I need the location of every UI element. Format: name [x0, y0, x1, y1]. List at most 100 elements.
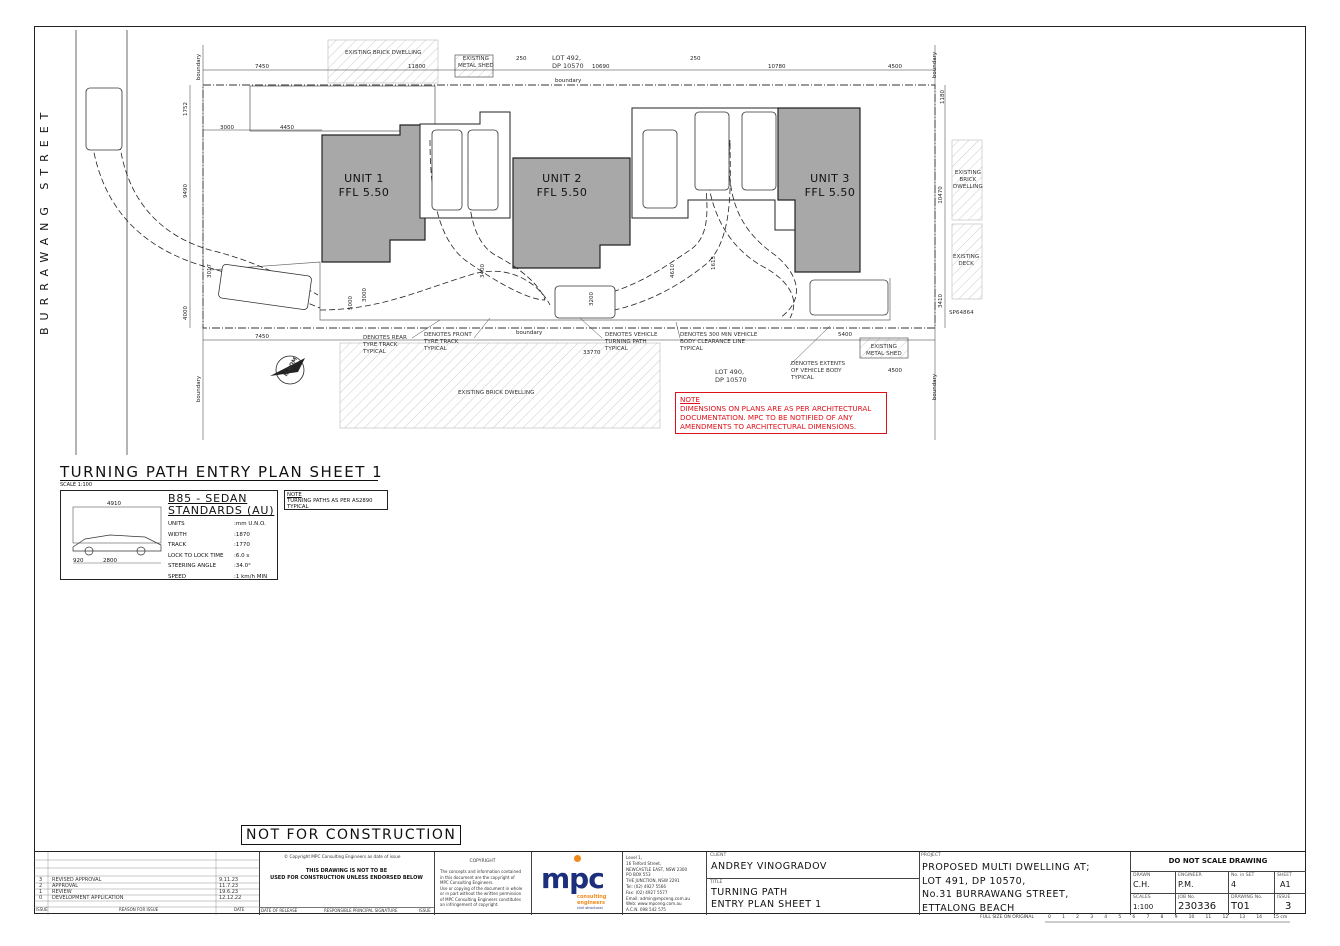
sedan-diagram-icon [72, 506, 162, 564]
vehicle-note-title: NOTE [287, 492, 302, 498]
parked-vehicle [809, 279, 889, 316]
driveway-outline [209, 261, 891, 321]
unit-2-footprint [512, 157, 631, 269]
dimension-lines [189, 45, 946, 440]
rev-header: DATE [234, 907, 245, 912]
rev-date: 11.7.23 [219, 883, 239, 889]
rev-desc: APPROVAL [52, 883, 79, 889]
sheet-title: TURNING PATH ENTRY PLAN SHEET 1 [711, 887, 822, 910]
vehicle-overhang: 920 [73, 558, 84, 564]
lot-490-label: LOT 490, DP 10570 [715, 368, 747, 384]
dim-top-7: 4500 [888, 64, 902, 70]
scale-tick: 15 cm [1273, 915, 1288, 920]
release-header: RESPONSIBLE PRINCIPAL SIGNATURE [324, 908, 398, 913]
existing-brick-dwelling-right-label: EXISTING BRICK DWELLING [953, 170, 983, 190]
unit-3-label: UNIT 3 FFL 5.50 [800, 172, 860, 200]
existing-metal-shed-bottom [859, 337, 909, 359]
boundary-label-right-bottom: boundary [932, 373, 939, 401]
drawing-fields: DO NOT SCALE DRAWING DRAWN C.H. ENGINEER… [1130, 852, 1306, 915]
existing-dwelling-bottom [339, 342, 661, 429]
dim-inner-5: 3200 [589, 292, 595, 306]
rev-desc: REVISED APPROVAL [52, 877, 102, 883]
dim-left-3: 1752 [183, 102, 189, 116]
architectural-note-body: DIMENSIONS ON PLANS ARE AS PER ARCHITECT… [680, 404, 872, 431]
boundary-label-left: boundary [196, 53, 203, 81]
field-engineer: P.M. [1178, 880, 1194, 889]
release-header: DATE OF RELEASE [261, 908, 298, 913]
release-box: © Copyright MPC Consulting Engineers as … [259, 852, 435, 915]
dim-right-3: 3410 [938, 294, 944, 308]
spec-row: SPEED:1 km/h MIN [168, 573, 268, 580]
dim-top-5: 250 [690, 56, 701, 62]
mpc-logo: mpc consulting engineers civil structura… [531, 852, 623, 915]
vehicle-body-extents [85, 87, 777, 319]
dim-bottom-4: 4500 [888, 368, 902, 374]
field-issue: 3 [1285, 901, 1292, 912]
drawing-title: TURNING PATH ENTRY PLAN SHEET 1 [60, 463, 384, 481]
dim-top-1: 7450 [255, 64, 269, 70]
vehicle-title-2: STANDARDS (AU) [168, 504, 275, 517]
field-header: DRAWN [1133, 873, 1151, 878]
rev-no: 2 [39, 883, 43, 889]
dim-inner-7: 1615 [711, 256, 717, 270]
dim-left-2: 4450 [280, 125, 294, 131]
field-job-no: 230336 [1178, 901, 1217, 912]
vehicle-wheelbase: 2800 [103, 558, 117, 564]
scale-bar-label: FULL SIZE ON ORIGINAL [980, 915, 1034, 920]
unit-1-footprint [321, 124, 426, 263]
dim-inner-1: 3017 [207, 264, 213, 278]
rev-no: 1 [39, 889, 43, 895]
boundary-label-right: boundary [932, 51, 939, 79]
dim-bottom-3: 5400 [838, 332, 852, 338]
vehicle-spec-box: 4910 920 2800 B85 - SEDAN STANDARDS (AU)… [60, 490, 278, 580]
dim-top-2: 11800 [408, 64, 426, 70]
do-not-scale-note: DO NOT SCALE DRAWING [1168, 857, 1268, 865]
existing-dwelling-top [327, 39, 439, 84]
vehicle-note: NOTE TURNING PATHS AS PER AS2890 TYPICAL [284, 490, 388, 510]
lot-492-label: LOT 492, DP 10570 [552, 54, 584, 70]
scale-tick: 7 [1146, 915, 1150, 920]
rev-date: 9.11.23 [219, 877, 239, 883]
dim-bottom-2: 33770 [583, 350, 601, 356]
copyright-line: © Copyright MPC Consulting Engineers as … [284, 854, 401, 859]
legend-clearance-line: DENOTES 300 MIN VEHICLE BODY CLEARANCE L… [680, 332, 758, 352]
scale-tick: 9 [1174, 915, 1178, 920]
spec-row: WIDTH:1870 [168, 531, 250, 538]
dim-left-5: 4000 [183, 306, 189, 320]
dim-top-6: 10780 [768, 64, 786, 70]
scale-tick: 1 [1062, 915, 1065, 920]
field-header: No. in SET [1231, 873, 1255, 878]
revision-table: 3 REVISED APPROVAL 9.11.23 2 APPROVAL 11… [34, 852, 260, 915]
logo-wordmark: mpc [541, 862, 605, 895]
dim-top-3: 250 [516, 56, 527, 62]
scale-tick: 10 [1188, 915, 1195, 920]
logo-dot-icon [574, 855, 581, 862]
property-boundary [202, 84, 936, 329]
scale-tick: 6 [1132, 915, 1136, 920]
logo-sub-3: civil structural [577, 906, 603, 910]
legend-leaders [411, 317, 831, 366]
field-header: SHEET [1277, 873, 1292, 878]
field-header: JOB No. [1178, 895, 1196, 900]
unit-3-ffl: FFL 5.50 [804, 186, 856, 199]
existing-metal-shed-bottom-label: EXISTING METAL SHED [866, 344, 902, 357]
unit-2-ffl: FFL 5.50 [536, 186, 588, 199]
dim-inner-2: 3000 [362, 288, 368, 302]
legend-front-tyre: DENOTES FRONT TYRE TRACK TYPICAL [424, 332, 472, 352]
rev-no: 0 [39, 895, 43, 901]
scale-tick: 8 [1160, 915, 1164, 920]
field-set: 4 [1231, 880, 1237, 889]
field-sheet: A1 [1280, 880, 1291, 889]
dim-inner-6: 4610 [670, 264, 676, 278]
spec-row: LOCK TO LOCK TIME:6.0 s [168, 552, 250, 559]
field-header: ENGINEER [1178, 873, 1202, 878]
rev-date: 12.12.22 [219, 895, 242, 901]
unit-1-name: UNIT 1 [344, 172, 384, 185]
field-drawn: C.H. [1133, 880, 1150, 889]
project-description: PROPOSED MULTI DWELLING AT; LOT 491, DP … [922, 862, 1090, 914]
field-header: ISSUE [1277, 895, 1291, 900]
vehicle-title-1: B85 - SEDAN [168, 492, 248, 505]
scale-tick: 11 [1205, 915, 1212, 920]
unit-2-label: UNIT 2 FFL 5.50 [532, 172, 592, 200]
